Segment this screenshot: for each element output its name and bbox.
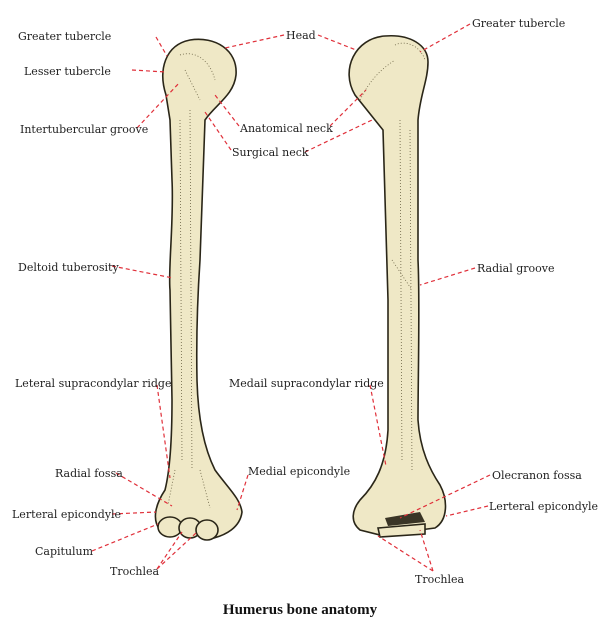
label-trochlea-anterior: Trochlea [110,565,159,578]
diagram-title: Humerus bone anatomy [223,602,378,618]
label-greater-tubercle-posterior: Greater tubercle [472,17,565,30]
label-medial-epicondyle: Medial epicondyle [248,465,350,478]
label-olecranon-fossa: Olecranon fossa [492,469,582,482]
leader-lines [91,23,491,572]
label-surgical-neck: Surgical neck [232,146,309,159]
label-lateral-supracondylar-ridge: Leteral supracondylar ridge [15,377,172,390]
label-deltoid-tuberosity: Deltoid tuberosity [18,261,119,274]
posterior-humerus [348,35,447,538]
label-intertubercular-groove: Intertubercular groove [20,123,148,136]
label-radial-groove: Radial groove [477,262,555,275]
label-anatomical-neck: Anatomical neck [239,122,333,135]
label-capitulum: Capitulum [35,545,94,558]
label-lesser-tubercle: Lesser tubercle [24,65,111,78]
label-head: Head [286,29,316,42]
label-radial-fossa: Radial fossa [55,467,123,480]
label-trochlea-posterior: Trochlea [415,573,464,586]
anterior-humerus [154,38,243,541]
label-greater-tubercle-anterior: Greater tubercle [18,30,111,43]
label-medial-supracondylar-ridge: Medail supracondylar ridge [229,377,384,390]
label-lateral-epicondyle-anterior: Lerteral epicondyle [12,508,121,521]
label-lateral-epicondyle-posterior: Lerteral epicondyle [489,500,598,513]
